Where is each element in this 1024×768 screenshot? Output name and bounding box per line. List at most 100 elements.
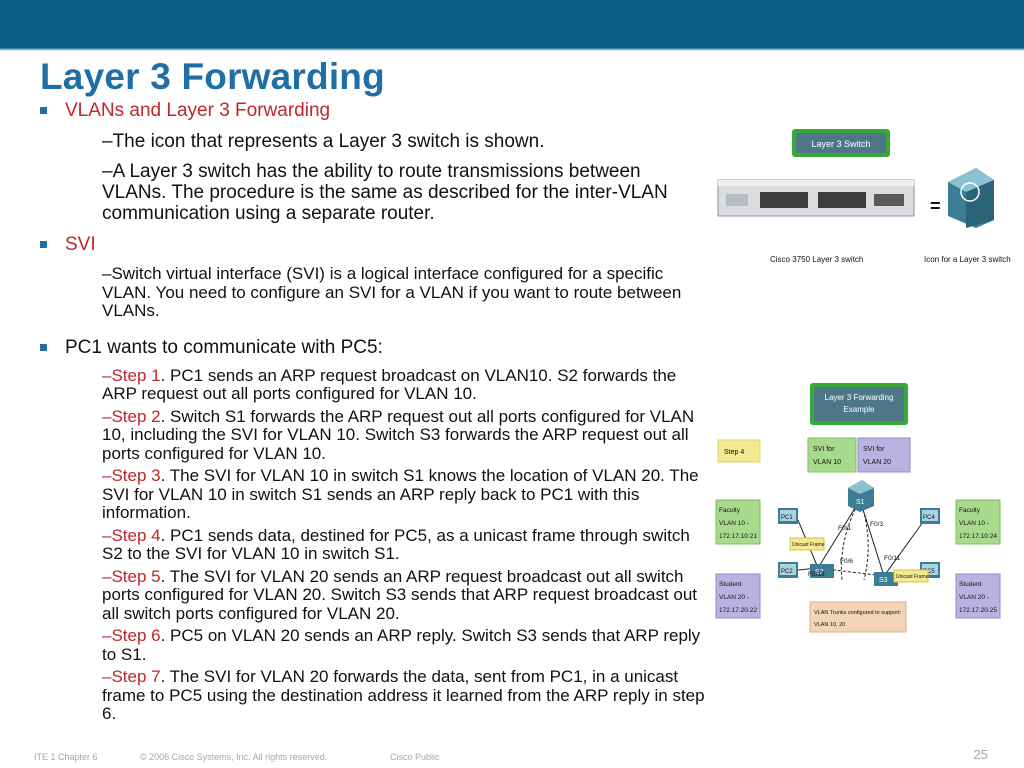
pc2-label: PC2 bbox=[781, 569, 793, 575]
step-text: . Switch S1 forwards the ARP request out… bbox=[102, 406, 695, 463]
equals-sign: = bbox=[930, 196, 941, 216]
step-label: Step 4 bbox=[724, 449, 744, 456]
switch-s1-label: S1 bbox=[856, 499, 865, 506]
unicast-frame-2 bbox=[893, 569, 929, 583]
bullet-vlans: VLANs and Layer 3 Forwarding bbox=[38, 100, 718, 122]
step-label: –Step 4 bbox=[102, 525, 161, 545]
layer3-switch-icon bbox=[948, 168, 994, 228]
caption-cisco-3750: Cisco 3750 Layer 3 switch bbox=[770, 255, 863, 264]
port-f06-label: F0/6 bbox=[840, 558, 853, 565]
layer3-forwarding-diagram: Layer 3 Forwarding Example Step 4 SVI fo… bbox=[715, 383, 1001, 633]
svi-line1: –Switch virtual interface (SVI) is a log… bbox=[102, 264, 682, 320]
faculty-left-box bbox=[715, 499, 761, 545]
footer-course: ITE 1 Chapter 6 bbox=[34, 752, 98, 762]
vlans-line1: –The icon that represents a Layer 3 swit… bbox=[102, 131, 545, 152]
bullet-square-icon bbox=[40, 241, 47, 248]
slide-body: VLANs and Layer 3 Forwarding –The icon t… bbox=[38, 100, 718, 724]
student-left-line1: Student bbox=[719, 581, 742, 588]
switch-s3-icon bbox=[874, 572, 898, 586]
pc4-icon bbox=[920, 508, 940, 524]
port-f018-label: F0/18 bbox=[808, 571, 825, 578]
port-f03-label: F0/3 bbox=[870, 521, 883, 528]
svi-vlan20-label2: VLAN 20 bbox=[863, 459, 891, 466]
bullet-vlans-heading: VLANs and Layer 3 Forwarding bbox=[65, 100, 331, 121]
svi-vlan20-label1: SVI for bbox=[863, 446, 885, 453]
footer-copyright: © 2006 Cisco Systems, Inc. All rights re… bbox=[140, 752, 328, 762]
step-item: –Step 2. Switch S1 forwards the ARP requ… bbox=[102, 406, 712, 464]
step-text: . PC1 sends an ARP request broadcast on … bbox=[102, 365, 677, 403]
step-item: –Step 5. The SVI for VLAN 20 sends an AR… bbox=[102, 566, 712, 624]
bullet-square-icon bbox=[40, 343, 47, 351]
switch-s3-label: S3 bbox=[879, 577, 888, 584]
switch-s1-icon bbox=[848, 480, 874, 512]
unicast-frame-1-label: Unicast Frame bbox=[792, 542, 825, 548]
student-left-box bbox=[715, 573, 761, 619]
student-right-box bbox=[955, 573, 1001, 619]
cisco-3750-switch-image bbox=[717, 179, 915, 217]
faculty-right-line3: 172.17.10.24 bbox=[959, 533, 997, 540]
faculty-left-line1: Faculty bbox=[719, 507, 741, 514]
student-left-line2: VLAN 20 - bbox=[719, 594, 749, 601]
step-item: –Step 4. PC1 sends data, destined for PC… bbox=[102, 525, 712, 564]
step-text: . PC1 sends data, destined for PC5, as a… bbox=[102, 525, 690, 563]
student-right-line3: 172.17.20.25 bbox=[959, 607, 997, 614]
step-text: . PC5 on VLAN 20 sends an ARP reply. Swi… bbox=[102, 626, 701, 664]
slide-title: Layer 3 Forwarding bbox=[40, 56, 385, 97]
student-right-line2: VLAN 20 - bbox=[959, 594, 989, 601]
pc4-label: PC4 bbox=[923, 515, 935, 521]
port-f011-right-label: F0/11 bbox=[884, 555, 901, 562]
faculty-right-box bbox=[955, 499, 1001, 545]
unicast-frame-1 bbox=[789, 537, 825, 551]
step-label: –Step 7 bbox=[102, 667, 161, 686]
layer3-switch-badge-label: Layer 3 Switch bbox=[811, 139, 870, 149]
svi-vlan10-label1: SVI for bbox=[813, 446, 835, 453]
step-text: . The SVI for VLAN 20 forwards the data,… bbox=[102, 667, 705, 723]
step-label: –Step 1 bbox=[102, 365, 161, 385]
faculty-left-line2: VLAN 10 - bbox=[719, 520, 749, 527]
bullet-pc1: PC1 wants to communicate with PC5: bbox=[38, 337, 718, 359]
faculty-left-line3: 172.17.10.21 bbox=[719, 533, 757, 540]
step-item: –Step 6. PC5 on VLAN 20 sends an ARP rep… bbox=[102, 626, 712, 664]
diagram-title-line1: Layer 3 Forwarding bbox=[825, 393, 894, 402]
unicast-frame-2-label: Unicast Frame bbox=[896, 574, 929, 580]
caption-layer3-icon: Icon for a Layer 3 switch bbox=[924, 255, 1011, 264]
step-label: –Step 5 bbox=[102, 566, 161, 586]
header-bar bbox=[0, 0, 1024, 51]
layer3-switch-figure: Layer 3 Switch = Cisco 3750 Layer 3 swit… bbox=[717, 129, 1011, 264]
step-text: . The SVI for VLAN 20 sends an ARP reque… bbox=[102, 566, 698, 623]
step-text: . The SVI for VLAN 10 in switch S1 knows… bbox=[102, 466, 699, 522]
port-f01-label: F0/1 bbox=[838, 525, 851, 532]
pc5-label: PC5 bbox=[923, 569, 935, 575]
pc2-icon bbox=[778, 562, 798, 578]
svi-vlan20-box bbox=[857, 437, 911, 473]
page-number: 25 bbox=[973, 747, 988, 762]
pc1-label: PC1 bbox=[781, 515, 793, 521]
step-label: –Step 6 bbox=[102, 626, 161, 645]
svi-vlan10-label2: VLAN 10 bbox=[813, 459, 841, 466]
student-right-line1: Student bbox=[959, 581, 982, 588]
vlan-trunks-line2: VLAN 10, 20 bbox=[814, 622, 845, 628]
step-item: –Step 3. The SVI for VLAN 10 in switch S… bbox=[102, 466, 712, 523]
steps-list: –Step 1. PC1 sends an ARP request broadc… bbox=[38, 365, 718, 724]
switch-s2-label: S2 bbox=[815, 569, 824, 576]
bullet-svi: SVI bbox=[38, 234, 718, 256]
bullet-pc1-heading: PC1 wants to communicate with PC5: bbox=[65, 336, 383, 358]
student-left-line3: 172.17.20.22 bbox=[719, 607, 757, 614]
step-item: –Step 1. PC1 sends an ARP request broadc… bbox=[102, 365, 712, 404]
faculty-right-line2: VLAN 10 - bbox=[959, 520, 989, 527]
vlans-line2: –A Layer 3 switch has the ability to rou… bbox=[102, 161, 668, 224]
diagram-title-line2: Example bbox=[843, 405, 875, 414]
pc1-icon bbox=[778, 508, 798, 524]
step-box bbox=[717, 439, 761, 463]
step-label: –Step 3 bbox=[102, 466, 161, 485]
step-label: –Step 2 bbox=[102, 406, 161, 426]
svi-vlan10-box bbox=[807, 437, 857, 473]
faculty-right-line1: Faculty bbox=[959, 507, 981, 514]
vlan-trunks-box bbox=[809, 601, 907, 633]
bullet-square-icon bbox=[40, 107, 47, 114]
bullet-svi-heading: SVI bbox=[65, 234, 96, 255]
step-item: –Step 7. The SVI for VLAN 20 forwards th… bbox=[102, 667, 712, 724]
vlan-trunks-line1: VLAN Trunks configured to support: bbox=[814, 610, 902, 616]
footer-classification: Cisco Public bbox=[390, 752, 440, 762]
switch-s2-icon bbox=[810, 564, 834, 578]
